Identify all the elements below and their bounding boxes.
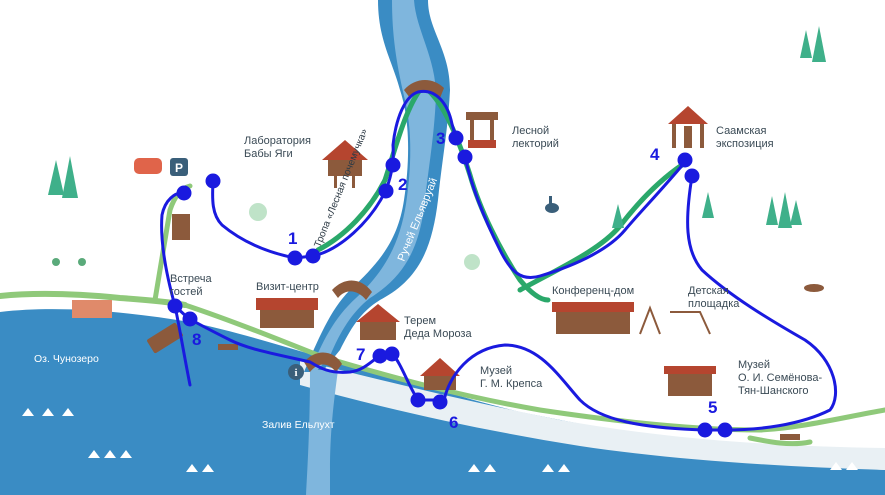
label-visit-center: Визит-центр: [256, 281, 319, 293]
route-dot: [205, 173, 221, 189]
route-dot: [176, 185, 192, 201]
info-label: i: [294, 367, 297, 379]
label-lake: Оз. Чунозеро: [34, 353, 99, 365]
road-left: [0, 290, 188, 308]
conference-building: [552, 302, 634, 334]
route-dot: [385, 157, 401, 173]
path-trail: [315, 87, 423, 253]
terem-building: [356, 304, 400, 340]
info-icon: [288, 364, 304, 380]
stop-number-6: 6: [449, 413, 458, 432]
tree-icon: [48, 26, 826, 228]
stream-lower: [306, 370, 338, 495]
route-dot: [410, 392, 426, 408]
rabbit-icon: [545, 196, 559, 213]
path-saami: [517, 162, 685, 293]
stop-number-3: 3: [436, 129, 445, 148]
people-icon: [52, 258, 86, 266]
parking-sign: [170, 158, 188, 176]
road-shore: [182, 302, 885, 433]
stream-upper-light: [310, 0, 436, 372]
stop-number-1: 1: [288, 229, 297, 248]
route-dot: [684, 168, 700, 184]
route-dot: [457, 149, 473, 165]
shore-band: [300, 360, 885, 470]
stop-number-2: 2: [398, 175, 407, 194]
route-dot: [378, 183, 394, 199]
benches-icon: [218, 344, 800, 440]
route-dot: [372, 348, 388, 364]
stop-number-5: 5: [708, 398, 717, 417]
bridge-mid: [332, 280, 372, 300]
route-dot: [287, 250, 303, 266]
car-icon: [134, 158, 162, 174]
route-dot: [182, 311, 198, 327]
route-dot: [677, 152, 693, 168]
route-dot: [167, 298, 183, 314]
visit-center-building: [256, 298, 318, 328]
path-lectorium: [427, 89, 551, 303]
parking-label: P: [175, 161, 183, 175]
toilet-building: [172, 214, 190, 240]
route-dot: [448, 130, 464, 146]
tour-route: [160, 89, 838, 432]
route-dot: [697, 422, 713, 438]
semenov-building: [664, 366, 716, 396]
lab-building: [322, 140, 368, 188]
route-dot: [384, 346, 400, 362]
fox-icon: [804, 284, 824, 292]
route-dot: [717, 422, 733, 438]
shrub-icon: [249, 203, 480, 270]
stop-number-7: 7: [356, 345, 365, 364]
label-bay: Залив Ельлухт: [262, 419, 335, 431]
road-right: [747, 435, 813, 447]
stop-number-4: 4: [650, 145, 660, 164]
stop-number-8: 8: [192, 330, 201, 349]
pier: [147, 322, 183, 354]
mountain-marks: [22, 408, 858, 472]
playground-icon: [639, 305, 711, 335]
route-dot: [432, 394, 448, 410]
bridge-bottom: [304, 352, 342, 372]
meeting-building: [72, 300, 112, 318]
label-conference: Конференц-дом: [552, 285, 634, 297]
lectorium-building: [466, 112, 498, 148]
saami-building: [668, 106, 708, 148]
route-dots: [167, 130, 733, 438]
route-dot: [305, 248, 321, 264]
